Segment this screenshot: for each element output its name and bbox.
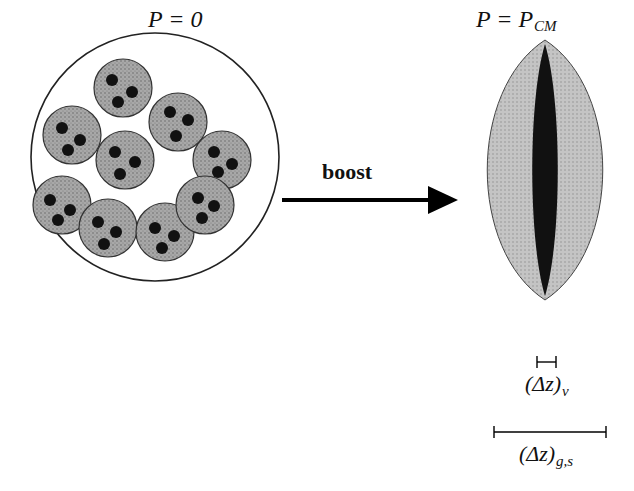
width-label: (Δz) bbox=[525, 372, 561, 396]
valence-core bbox=[532, 44, 558, 296]
subscript: g,s bbox=[556, 453, 573, 470]
subscript: CM bbox=[534, 18, 557, 35]
nucleus-outline bbox=[31, 33, 279, 281]
momentum-label: P = P bbox=[476, 6, 533, 32]
arrow-head bbox=[428, 186, 458, 214]
width-label: (Δz) bbox=[519, 442, 555, 466]
momentum-label: P = 0 bbox=[148, 6, 202, 32]
subscript: v bbox=[562, 383, 569, 400]
boost-label: boost bbox=[322, 160, 372, 184]
nucleons bbox=[33, 59, 251, 261]
width-brackets bbox=[494, 356, 606, 438]
quarks bbox=[44, 74, 238, 254]
boost-arrow bbox=[282, 198, 430, 202]
contracted-nucleus bbox=[487, 40, 603, 300]
